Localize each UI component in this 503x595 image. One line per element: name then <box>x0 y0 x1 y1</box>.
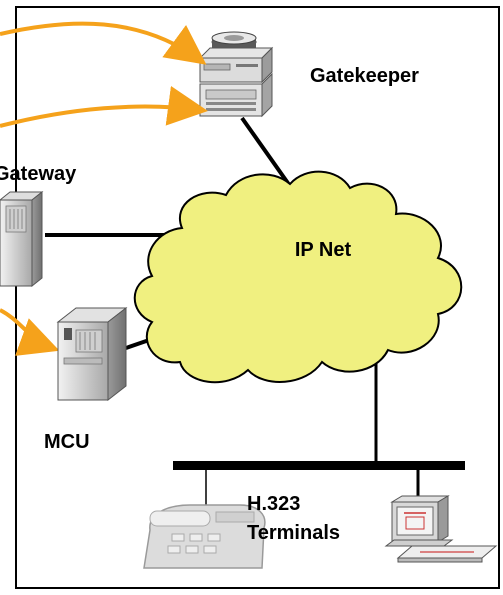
terminals-label-line1: H.323 <box>247 493 300 515</box>
arrow-to-mcu <box>0 308 60 356</box>
diagram-frame <box>15 6 500 589</box>
computer-icon <box>384 495 498 563</box>
ip-net-cloud <box>133 170 463 384</box>
terminals-label-line2: Terminals <box>247 522 340 544</box>
mcu-tower-icon <box>56 306 128 402</box>
telephone-icon <box>143 504 266 569</box>
gateway-label: Gateway <box>0 163 77 185</box>
arrow-to-gatekeeper-lower <box>0 85 208 128</box>
gatekeeper-label: Gatekeeper <box>310 65 419 87</box>
terminals-bus <box>173 461 465 470</box>
gateway-tower-icon <box>0 190 44 288</box>
signaling-arrows <box>0 21 208 356</box>
link-gatekeeper-cloud <box>240 116 292 188</box>
server-icon <box>198 31 274 118</box>
mcu-label: MCU <box>44 431 90 453</box>
arrow-to-gatekeeper-top <box>0 21 207 65</box>
ip-net-label: IP Net <box>295 239 352 261</box>
